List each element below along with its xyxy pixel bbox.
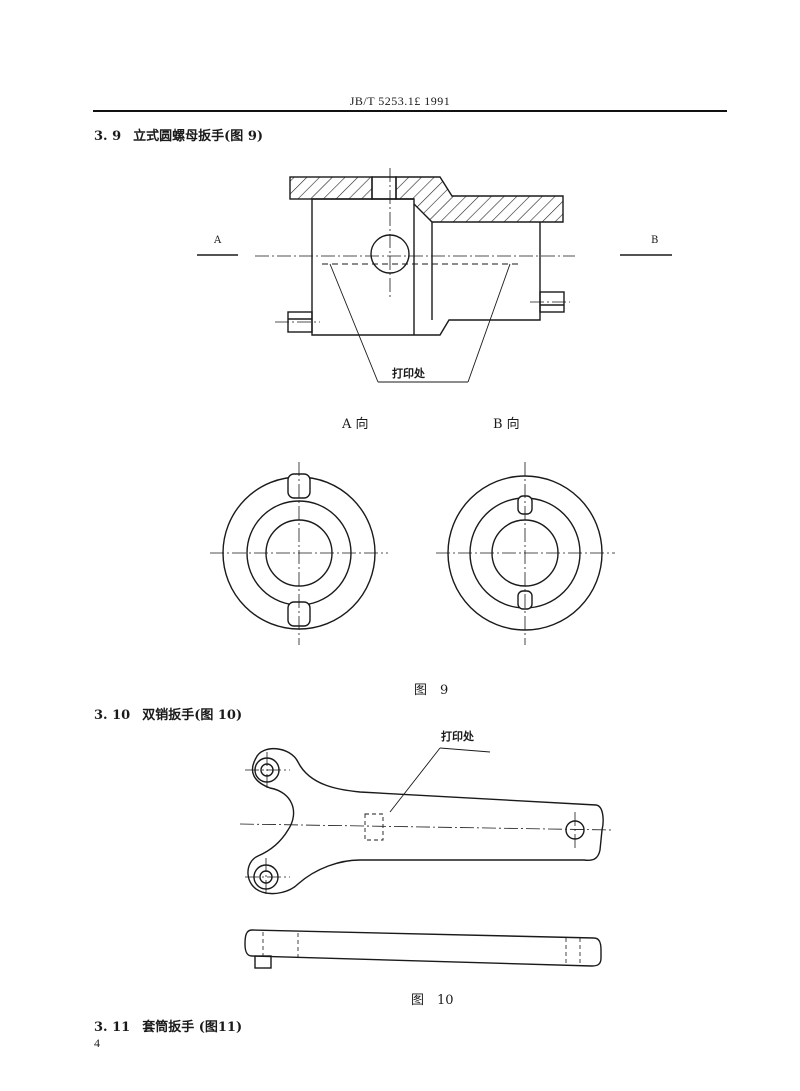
view-label-a: A — [213, 235, 222, 246]
print-mark-box — [364, 813, 384, 841]
figure-10-print-mark-label: 打印处 — [441, 729, 475, 743]
section-3-10-heading: 3. 10 双销扳手(图 10) — [94, 704, 242, 723]
hatched-section — [289, 176, 564, 223]
section-number: 3. 9 — [94, 129, 122, 144]
document-header: JB/T 5253.1£ 1991 — [349, 94, 451, 108]
figure-9-view-b — [436, 462, 615, 645]
figure-10-top-view — [239, 747, 613, 896]
centre-lines — [255, 168, 575, 323]
page-number: 4 — [94, 1036, 100, 1050]
view-label-b: B — [651, 235, 658, 246]
section-title: 立式圆螺母扳手(图 9) — [133, 129, 264, 144]
figure-9-caption: 图 9 — [414, 683, 448, 698]
view-b-caption: B 向 — [493, 416, 520, 432]
view-a-caption: A 向 — [341, 416, 369, 432]
figure-9-view-a — [210, 462, 388, 645]
section-title: 套筒扳手 (图11) — [142, 1020, 243, 1035]
figure-9-section-view — [197, 168, 672, 383]
header-rule — [93, 110, 727, 112]
section-3-9-heading: 3. 9 立式圆螺母扳手(图 9) — [94, 125, 263, 144]
print-mark-leader — [329, 263, 511, 383]
section-number: 3. 10 — [94, 708, 131, 723]
section-title: 双销扳手(图 10) — [142, 708, 243, 723]
section-3-11-heading: 3. 11 套筒扳手 (图11) — [94, 1016, 242, 1035]
section-number: 3. 11 — [94, 1020, 131, 1035]
figure-10-caption: 图 10 — [411, 993, 454, 1008]
figure-10-side-view — [244, 929, 602, 969]
print-mark-label: 打印处 — [392, 366, 426, 380]
